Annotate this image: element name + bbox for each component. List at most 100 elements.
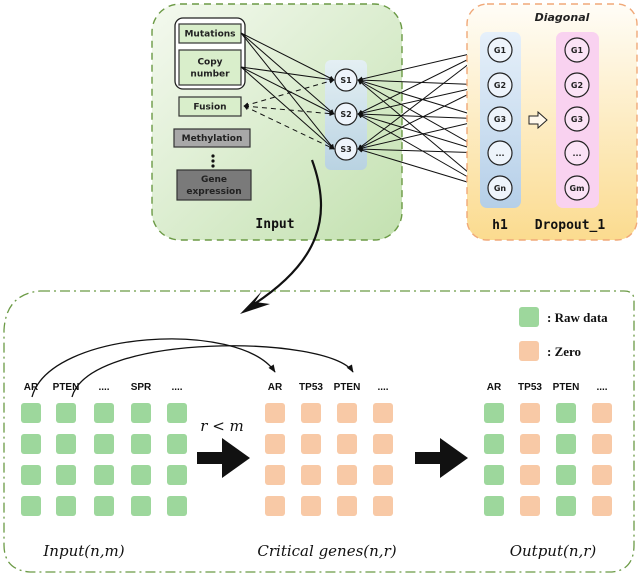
matrix-cell-zero (592, 403, 612, 423)
input-box-mutations: Mutations (178, 23, 242, 44)
input-box-label: Methylation (182, 134, 243, 144)
matrix-cell-raw (167, 496, 187, 516)
matrix-cell-raw (556, 496, 576, 516)
gene-header: .... (171, 382, 182, 393)
matrix-cell-zero (592, 434, 612, 454)
legend-swatch (519, 307, 539, 327)
h1-node-label: G3 (494, 115, 506, 124)
output-matrix: AR TP53 PTEN.... Output(n,r) (484, 382, 612, 560)
edge-s-to-h1 (357, 117, 488, 151)
input-box-label: number (190, 70, 230, 80)
gene-header: AR (487, 382, 502, 393)
matrix-cell-zero (301, 465, 321, 485)
input-box-rect (178, 96, 242, 117)
gene-header: PTEN (53, 382, 80, 393)
matrix-cell-zero (337, 465, 357, 485)
input-panel-title: Input (255, 217, 294, 232)
matrix-cell-raw (21, 496, 41, 516)
matrix-cell-raw (94, 403, 114, 423)
input-box-rect (178, 49, 242, 86)
input-box-gene-expression: Gene expression (176, 169, 252, 201)
matrix-cell-zero (373, 403, 393, 423)
matrix-cell-zero (337, 496, 357, 516)
ellipsis-dots-icon (211, 154, 215, 168)
matrix-cell-raw (94, 434, 114, 454)
matrix-cell-zero (592, 465, 612, 485)
dropout-node-2: G3 (564, 106, 590, 132)
matrix-cell-zero (373, 496, 393, 516)
dropout-node-label: ... (572, 149, 581, 158)
matrix-cell-zero (520, 496, 540, 516)
h1-node-label: Gn (494, 184, 507, 193)
matrix-cell-raw (484, 403, 504, 423)
dropout-node-label: G3 (571, 115, 583, 124)
critical-genes-matrix-caption: Critical genes(n,r) (257, 542, 396, 560)
h1-node-1: G2 (487, 72, 513, 98)
h1-label: h1 (492, 218, 508, 233)
matrix-cell-zero (337, 403, 357, 423)
gene-header: PTEN (334, 382, 361, 393)
legend-label: : Zero (547, 344, 581, 359)
condition-label: r < m (200, 417, 244, 435)
matrix-cell-zero (301, 496, 321, 516)
matrix-cell-raw (167, 403, 187, 423)
matrix-cell-zero (373, 465, 393, 485)
dropout-node-4: Gm (564, 175, 590, 201)
matrix-cell-zero (520, 403, 540, 423)
matrix-cell-raw (21, 434, 41, 454)
block-arrow-icon (415, 438, 468, 478)
gene-header: SPR (131, 382, 152, 393)
legend-swatch (519, 341, 539, 361)
gene-header: .... (377, 382, 388, 393)
edge-input-to-s (240, 32, 335, 81)
matrix-cell-raw (131, 465, 151, 485)
matrix-cell-raw (131, 434, 151, 454)
gene-header: .... (596, 382, 607, 393)
input-box-label: Copy (197, 58, 222, 68)
output-matrix-caption: Output(n,r) (510, 542, 597, 560)
gene-link-arrow-pten (71, 345, 354, 398)
matrix-cell-raw (556, 403, 576, 423)
matrix-cell-raw (556, 465, 576, 485)
h1-node-4: Gn (487, 175, 513, 201)
s-node-label: S1 (340, 76, 352, 85)
matrix-cell-zero (301, 434, 321, 454)
dropout-node-3: ... (564, 140, 590, 166)
matrix-cell-raw (131, 496, 151, 516)
h1-node-label: ... (495, 149, 504, 158)
dropout-node-0: G1 (564, 37, 590, 63)
matrix-cell-zero (265, 465, 285, 485)
input-box-copy-number: Copy number (178, 49, 242, 86)
edge-s-to-h1 (357, 147, 488, 190)
matrix-cell-zero (520, 434, 540, 454)
matrix-cell-zero (337, 434, 357, 454)
legend-item-1: : Zero (519, 341, 581, 361)
edge-fusion-to-s (243, 105, 335, 150)
dropout-node-label: Gm (570, 184, 585, 193)
matrix-cell-zero (520, 465, 540, 485)
h1-node-label: G1 (494, 46, 507, 55)
bottom-panel-border (3, 290, 635, 573)
dropout-node-label: G2 (571, 81, 583, 90)
matrix-cell-zero (301, 403, 321, 423)
input-box-label: Gene (201, 175, 227, 185)
hollow-arrow-icon (528, 110, 548, 130)
input-box-fusion: Fusion (178, 96, 242, 117)
input-box-rect (176, 169, 252, 201)
input-box-label: Mutations (184, 30, 235, 40)
s-node-s3: S3 (334, 137, 358, 161)
matrix-cell-raw (484, 496, 504, 516)
matrix-cell-raw (167, 465, 187, 485)
input-box-label: expression (186, 187, 241, 197)
gene-header: TP53 (518, 382, 542, 393)
gene-header: PTEN (553, 382, 580, 393)
flow-arrowhead-icon (240, 291, 270, 314)
matrix-cell-raw (56, 496, 76, 516)
gene-header: AR (24, 382, 39, 393)
matrix-cell-raw (21, 465, 41, 485)
s-node-label: S2 (340, 110, 351, 119)
dropout-node-1: G2 (564, 72, 590, 98)
